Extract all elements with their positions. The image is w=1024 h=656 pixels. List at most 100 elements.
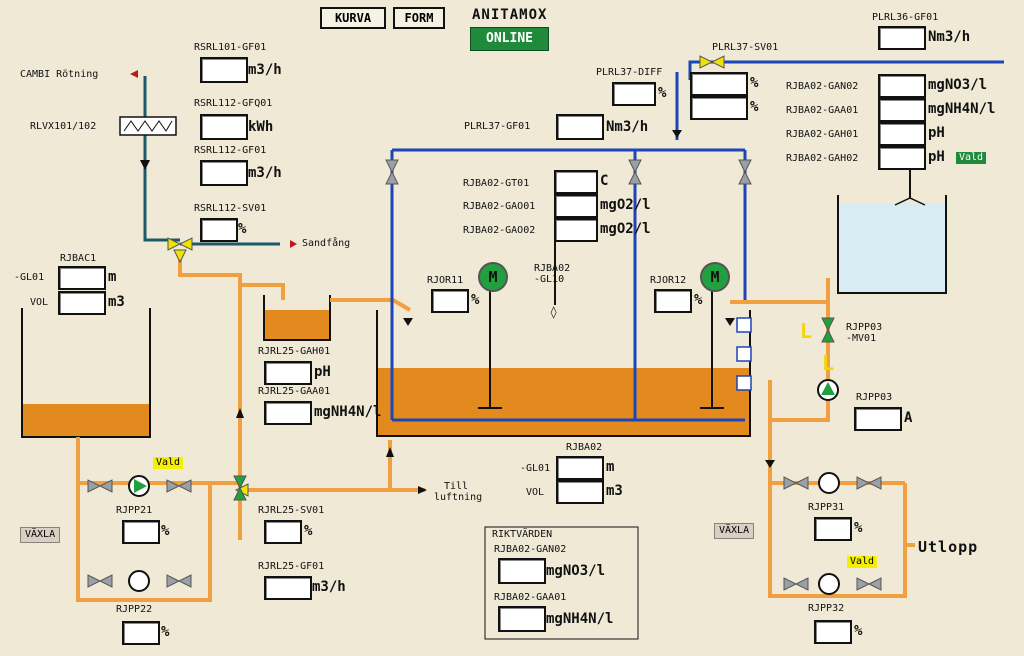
local-mark-mv01: L: [800, 319, 813, 343]
plrl37-first-unit: %: [750, 75, 759, 91]
rjbac1-gl01-value[interactable]: [58, 266, 106, 290]
rjpp22-value[interactable]: [122, 621, 160, 645]
rjbac1-gl01-unit: m: [108, 269, 117, 285]
rjba02-gt01-unit: C: [600, 173, 609, 189]
level-drop-icon: ◊: [550, 305, 558, 319]
rjpp03-tag: RJPP03: [856, 392, 893, 403]
local-mark-pump: L: [822, 351, 835, 375]
rjrl25-sv01-value[interactable]: [264, 520, 302, 544]
rsrl112-gfq01-value[interactable]: [200, 114, 248, 140]
rjba02-gao01-unit: mgO2/l: [600, 197, 651, 213]
rjpp03-value[interactable]: [854, 407, 902, 431]
rjpp31-value[interactable]: [814, 517, 852, 541]
plrl37-first-value[interactable]: [690, 72, 748, 96]
rjba02-gaa01-tag: RJBA02-GAA01: [786, 105, 859, 116]
rsrl112-gfq01-unit: kWh: [248, 119, 274, 135]
rjor11-value[interactable]: [431, 289, 469, 313]
rjbac1-vol-tag: VOL: [30, 297, 49, 308]
rsrl101-gf01-value[interactable]: [200, 57, 248, 83]
rjpp32-value[interactable]: [814, 620, 852, 644]
rjrl25-sv01-tag: RJRL25-SV01: [258, 505, 325, 516]
rjba02-gao02-tag: RJBA02-GAO02: [463, 225, 536, 236]
rjrl25-tank: [263, 295, 331, 341]
rjba02-gao02-unit: mgO2/l: [600, 221, 651, 237]
rjbac1-gl01-tag: -GL01: [14, 272, 45, 283]
cambi-label: CAMBI Rötning: [20, 69, 99, 80]
riktvarden-gaa01-value[interactable]: [498, 606, 546, 632]
rjpp21-tag: RJPP21: [116, 505, 153, 516]
plrl37-gf01-value[interactable]: [556, 114, 604, 140]
rjba02-gah02-tag: RJBA02-GAH02: [786, 153, 859, 164]
rjba02-vol-value[interactable]: [556, 480, 604, 504]
rjrl25-gah01-value[interactable]: [264, 361, 312, 385]
plrl37-second-value[interactable]: [690, 96, 748, 120]
rjbac1-vol-value[interactable]: [58, 291, 106, 315]
riktvarden-gaa01-unit: mgNH4N/l: [546, 611, 614, 627]
rsrl112-gf01-value[interactable]: [200, 160, 248, 186]
rjpp32-unit: %: [854, 623, 863, 639]
rjpp32-vald-badge: Vald: [847, 556, 878, 568]
rjpp21-vald-badge: Vald: [153, 457, 184, 469]
rjba02-tag: RJBA02: [566, 442, 603, 453]
rjpp32-tag: RJPP32: [808, 603, 845, 614]
red-arrows: [130, 70, 297, 248]
rjrl25-gaa01-tag: RJRL25-GAA01: [258, 386, 331, 397]
utlopp-label: Utlopp: [918, 538, 979, 556]
riktvarden-gan02-value[interactable]: [498, 558, 546, 584]
rjba02-gt01-value[interactable]: [554, 170, 598, 194]
rjba02-gah02-value[interactable]: [878, 146, 926, 170]
pumps: [128, 379, 840, 595]
rjor11-unit: %: [471, 292, 480, 308]
rjba02-gah01-value[interactable]: [878, 122, 926, 146]
rjba02-gl01-tag: -GL01: [520, 463, 551, 474]
rjrl25-gah01-unit: pH: [314, 364, 331, 380]
rsrl112-sv01-value[interactable]: [200, 218, 238, 242]
plrl36-gf01-value[interactable]: [878, 26, 926, 50]
plrl37-gf01-unit: Nm3/h: [606, 119, 649, 135]
rjrl25-gaa01-value[interactable]: [264, 401, 312, 425]
rjbac1-vol-unit: m3: [108, 294, 125, 310]
kurva-button[interactable]: KURVA: [320, 7, 386, 29]
rjbac1-tag: RJBAC1: [60, 253, 97, 264]
rjor11-tag: RJOR11: [427, 275, 464, 286]
rjor12-motor-icon[interactable]: M: [700, 262, 730, 292]
rjpp31-unit: %: [854, 520, 863, 536]
riktvarden-title: RIKTVÄRDEN: [492, 529, 553, 540]
plrl37-diff-tag: PLRL37-DIFF: [596, 67, 663, 78]
plrl37-sv01-tag: PLRL37-SV01: [712, 42, 779, 53]
online-status-badge: ONLINE: [470, 27, 549, 51]
vaxla-left-button[interactable]: VÄXLA: [20, 527, 61, 543]
rjrl25-gah01-tag: RJRL25-GAH01: [258, 346, 331, 357]
rjor11-motor-icon[interactable]: M: [478, 262, 508, 292]
rlvx-label: RLVX101/102: [30, 121, 97, 132]
page-title: ANITAMOX: [472, 7, 548, 23]
sandfang-label: Sandfång: [302, 238, 351, 249]
rsrl112-gf01-unit: m3/h: [248, 165, 282, 181]
rjba02-gao01-value[interactable]: [554, 194, 598, 218]
rjba02-gl01-value[interactable]: [556, 456, 604, 480]
rjrl25-gf01-value[interactable]: [264, 576, 312, 600]
plrl37-diff-value[interactable]: [612, 82, 656, 106]
rjor12-value[interactable]: [654, 289, 692, 313]
rjba02-gan02-value[interactable]: [878, 74, 926, 98]
rsrl112-gf01-tag: RSRL112-GF01: [194, 145, 267, 156]
rjpp31-tag: RJPP31: [808, 502, 845, 513]
rjpp21-unit: %: [161, 523, 170, 539]
gl10-label-line2: -GL10: [534, 274, 565, 285]
rjor12-tag: RJOR12: [650, 275, 687, 286]
vaxla-right-button[interactable]: VÄXLA: [714, 523, 755, 539]
rsrl101-gf01-unit: m3/h: [248, 62, 282, 78]
ph-tank: [837, 195, 947, 294]
rjba02-gaa01-value[interactable]: [878, 98, 926, 122]
ph-probe: [894, 197, 926, 206]
rjpp03-mv01-tag-line1: RJPP03: [846, 322, 883, 333]
plrl37-second-unit: %: [750, 99, 759, 115]
rjba02-reactor: [376, 310, 751, 437]
rjba02-gah01-unit: pH: [928, 125, 945, 141]
rjpp21-value[interactable]: [122, 520, 160, 544]
rjrl25-gf01-unit: m3/h: [312, 579, 346, 595]
form-button[interactable]: FORM: [393, 7, 445, 29]
rjba02-gao02-value[interactable]: [554, 218, 598, 242]
rjbac1-tank: [21, 308, 151, 438]
